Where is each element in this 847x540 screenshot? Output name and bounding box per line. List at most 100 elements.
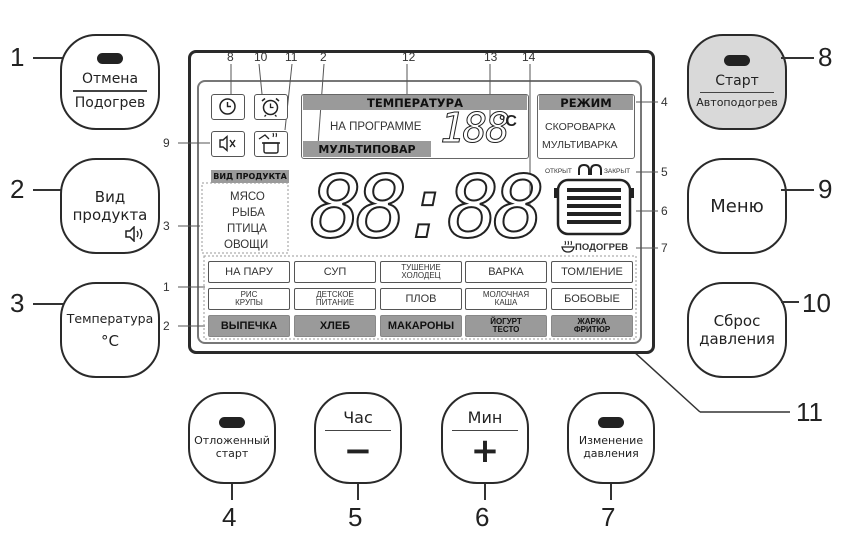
clock-icon: [219, 98, 236, 115]
label-6: 6: [661, 204, 668, 218]
product-meat: МЯСО: [230, 191, 265, 203]
callout-10: 10: [802, 288, 831, 318]
temperature-button[interactable]: Температура °C: [60, 282, 160, 378]
program-soup: СУП: [294, 261, 376, 283]
label-13: 13: [484, 50, 498, 64]
hour-minus-button[interactable]: Час −: [314, 392, 402, 484]
program-stew-jelly: ТУШЕНИЕ ХОЛОДЕЦ: [380, 261, 462, 283]
program-steam: НА ПАРУ: [208, 261, 290, 283]
pchange-line2: давления: [583, 446, 639, 460]
program-beans: БОБОВЫЕ: [551, 288, 633, 310]
label-7: 7: [661, 241, 668, 255]
leader-line-5: [357, 484, 359, 500]
cancel-heat-button[interactable]: Отмена Подогрев: [60, 34, 160, 130]
hour-label: Час: [343, 407, 373, 427]
label-2: 2: [320, 50, 327, 64]
heating-bowl-icon: [561, 240, 575, 253]
program-rice: РИС КРУПЫ: [208, 288, 290, 310]
divider: [452, 429, 518, 432]
cancel-label: Отмена: [81, 71, 139, 88]
celsius-label: °C: [101, 331, 119, 350]
mode-multi-label: МУЛЬТИВАРКА: [542, 139, 618, 151]
callout-11: 11: [796, 397, 823, 427]
delayed-start-button[interactable]: Отложенный старт: [188, 392, 276, 484]
clock-indicator: [211, 94, 245, 120]
program-fry-deepfry: ЖАРКА ФРИТЮР: [551, 315, 633, 337]
mode-title: РЕЖИМ: [539, 95, 633, 110]
callout-4: 4: [222, 502, 237, 532]
temperature-title: ТЕМПЕРАТУРА: [303, 95, 527, 110]
lid-closed-label: ЗАКРЫТ: [604, 168, 631, 175]
temperature-digits: 188: [439, 104, 510, 152]
mode-pressure-label: СКОРОВАРКА: [545, 121, 616, 133]
program-baking: ВЫПЕЧКА: [208, 315, 290, 337]
autoheat-label: Автоподогрев: [696, 96, 778, 110]
product-line1: Вид: [94, 188, 126, 206]
product-type-button[interactable]: Вид продукта: [60, 158, 160, 254]
temperature-label: Температура: [66, 310, 154, 326]
reset-line2: давления: [699, 330, 775, 348]
label-2b: 2: [163, 319, 170, 333]
temperature-unit: °C: [499, 113, 517, 130]
label-9: 9: [163, 136, 170, 150]
mode-frame: [537, 94, 635, 159]
menu-label: Меню: [710, 195, 764, 217]
pot-steam-icon: [258, 132, 280, 154]
leader-line-7: [610, 484, 612, 500]
heating-label: ПОДОГРЕВ: [575, 242, 629, 253]
indicator-led: [219, 416, 245, 428]
speaker-mute-icon: [219, 134, 236, 153]
mute-indicator: [211, 131, 245, 157]
on-program-label: НА ПРОГРАММЕ: [330, 121, 422, 133]
speaker-icon: [125, 226, 143, 242]
program-simmer: ТОМЛЕНИЕ: [551, 261, 633, 283]
start-label: Старт: [715, 72, 759, 89]
callout-6: 6: [475, 502, 490, 532]
multicooker-label: МУЛЬТИПОВАР: [303, 141, 431, 157]
label-4: 4: [661, 95, 668, 109]
pressure-reset-button[interactable]: Сброс давления: [687, 282, 787, 378]
pressure-change-button[interactable]: Изменение давления: [567, 392, 655, 484]
indicator-led: [598, 416, 624, 428]
indicator-led: [97, 53, 123, 65]
callout-8: 8: [818, 42, 833, 72]
label-12: 12: [402, 50, 416, 64]
time-digits: 88:88: [309, 158, 546, 258]
label-11: 11: [285, 50, 298, 64]
product-vegetables: ОВОЩИ: [224, 239, 269, 251]
leader-line-2: [33, 189, 66, 191]
leader-line-10: [781, 301, 799, 303]
program-pasta: МАКАРОНЫ: [380, 315, 462, 337]
cooking-pot-icon: [554, 178, 634, 236]
indicator-led: [724, 54, 750, 66]
leader-line-3: [33, 303, 66, 305]
leader-line-4: [231, 484, 233, 500]
start-autoheat-button[interactable]: Старт Автоподогрев: [687, 34, 787, 130]
program-baby-food: ДЕТСКОЕ ПИТАНИЕ: [294, 288, 376, 310]
divider: [73, 90, 147, 92]
product-type-title: ВИД ПРОДУКТА: [211, 170, 289, 183]
pot-indicator: [254, 131, 288, 157]
delayed-line1: Отложенный: [194, 433, 270, 447]
minute-label: Мин: [467, 407, 503, 427]
program-milk-porridge: МОЛОЧНАЯ КАША: [465, 288, 547, 310]
program-bread: ХЛЕБ: [294, 315, 376, 337]
alarm-indicator: [254, 94, 288, 120]
plus-icon: +: [470, 431, 500, 472]
product-fish: РЫБА: [232, 207, 265, 219]
lid-lock-icon: [578, 163, 602, 175]
label-3: 3: [163, 219, 170, 233]
program-pilaf: ПЛОВ: [380, 288, 462, 310]
label-14: 14: [522, 50, 536, 64]
label-5: 5: [661, 165, 668, 179]
menu-button[interactable]: Меню: [687, 158, 787, 254]
label-10: 10: [254, 50, 268, 64]
display-inner-frame: [197, 80, 642, 344]
minute-plus-button[interactable]: Мин +: [441, 392, 529, 484]
program-boil: ВАРКА: [465, 261, 547, 283]
lid-open-label: ОТКРЫТ: [545, 168, 572, 175]
label-1: 1: [163, 280, 170, 294]
callout-9: 9: [818, 174, 833, 204]
product-line2: продукта: [72, 206, 148, 224]
